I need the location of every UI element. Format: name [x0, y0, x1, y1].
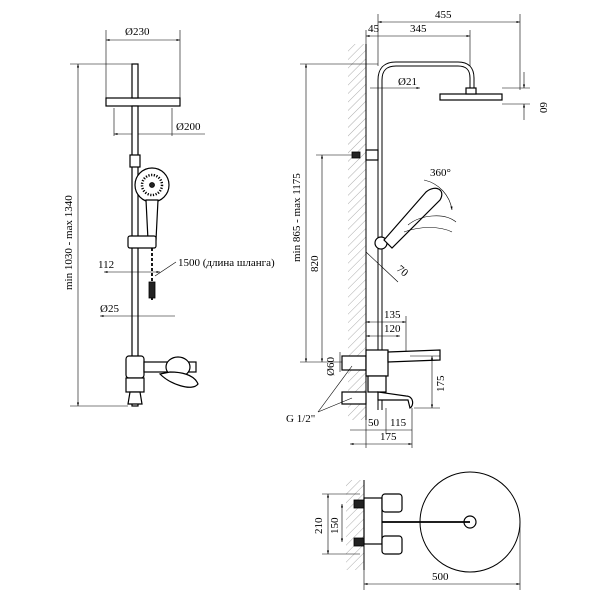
- side-eccentric-bottom: [341, 391, 367, 405]
- side-mixer-body: [365, 349, 389, 377]
- top-view: 210 150 500: [313, 471, 521, 590]
- side-head-joint: [465, 87, 477, 95]
- dim-label-50: 50: [368, 417, 380, 429]
- leader-hose: [154, 261, 177, 277]
- slider-clip-top: [129, 154, 141, 168]
- dim-label-height-side: min 865 - max 1175: [291, 173, 303, 262]
- front-column: [131, 105, 139, 407]
- front-lever: [158, 371, 199, 388]
- top-mixer-body: [381, 493, 403, 513]
- dim-label-head-60: 60: [537, 102, 549, 114]
- side-shower-head: [439, 93, 503, 101]
- dim-label-d230: Ø230: [125, 26, 150, 38]
- spray-line: [407, 215, 457, 226]
- side-spout: [377, 391, 414, 409]
- side-diverter: [367, 375, 387, 393]
- dim-label-120: 120: [384, 323, 401, 335]
- dim-label-d21: Ø21: [398, 76, 417, 88]
- dim-label-135: 135: [384, 309, 401, 321]
- wall-anchor-top: [351, 151, 361, 159]
- top-anchor-a: [353, 499, 365, 509]
- label-thread: G 1/2": [286, 413, 315, 425]
- slider-holder: [127, 235, 157, 249]
- shower-head-plate: [105, 97, 181, 107]
- dim-label-70: 70: [394, 263, 411, 280]
- rotation-arc: [423, 179, 453, 211]
- front-view: Ø230 Ø200 112 1500 (длина шланга) Ø25: [63, 26, 275, 407]
- dim-label-115: 115: [390, 417, 407, 429]
- hand-shower-handle: [145, 199, 159, 241]
- dim-label-175h: 175: [380, 431, 397, 443]
- hand-shower-center: [149, 182, 155, 188]
- dim-label-345: 345: [410, 23, 427, 35]
- dim-label-150: 150: [329, 517, 341, 534]
- leader-thread-b: [317, 397, 353, 413]
- label-hose-length: 1500 (длина шланга): [178, 257, 275, 269]
- front-spout: [127, 391, 143, 405]
- shower-arm-stub: [131, 63, 139, 99]
- dim-label-175v: 175: [435, 375, 447, 392]
- dim-label-820: 820: [309, 255, 321, 272]
- side-hand-shower: [383, 187, 443, 249]
- dim-label-210: 210: [313, 517, 325, 534]
- top-anchor-b: [353, 537, 365, 547]
- top-mixer-column: [363, 497, 383, 545]
- side-pipe-inner: [378, 62, 474, 410]
- hose-connector: [148, 281, 156, 299]
- spray-line: [403, 227, 453, 233]
- dim-label-112: 112: [98, 259, 114, 271]
- dim-label-d200: Ø200: [176, 121, 201, 133]
- side-eccentric-top: [341, 355, 367, 371]
- dim-line-70: [365, 251, 399, 283]
- front-diverter: [125, 377, 145, 393]
- dim-label-455: 455: [435, 9, 452, 21]
- label-rotation: 360°: [430, 167, 451, 179]
- side-view: 455 45 345 Ø21 60 360° 70: [286, 9, 549, 448]
- dim-label-d25: Ø25: [100, 303, 119, 315]
- dim-label-500: 500: [432, 571, 449, 583]
- front-mixer-body: [125, 355, 145, 379]
- dim-label-45: 45: [368, 23, 380, 35]
- top-mixer-body-low: [381, 535, 403, 555]
- hand-shower-nozzles: [140, 173, 164, 197]
- wall-bracket-top: [365, 149, 379, 161]
- top-wall-hatch: [346, 480, 364, 570]
- wall-hatch: [348, 44, 366, 420]
- dim-label-height-front: min 1030 - max 1340: [63, 195, 75, 290]
- dim-label-d60: Ø60: [325, 357, 337, 376]
- leader-thread-a: [317, 365, 353, 413]
